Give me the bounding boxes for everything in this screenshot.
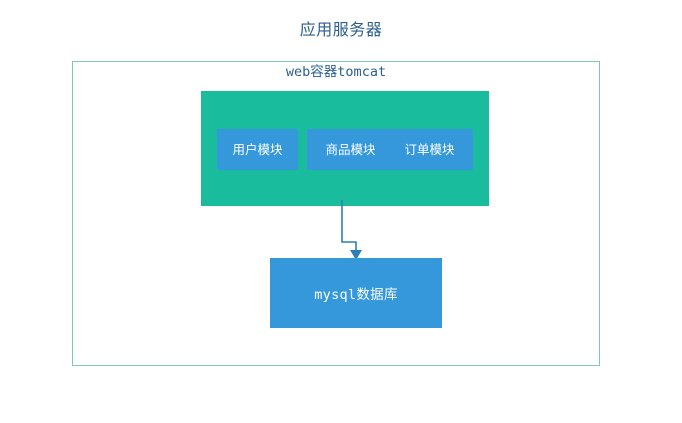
web-container-label: web容器tomcat	[285, 64, 387, 80]
mysql-database-box[interactable]: mysql数据库	[270, 258, 442, 328]
module-box-user[interactable]: 用户模块	[217, 129, 298, 170]
module-label-user: 用户模块	[232, 141, 283, 157]
app-server-container	[72, 61, 600, 366]
module-box-product-order[interactable]: 商品模块 订单模块	[307, 129, 473, 170]
mysql-database-label: mysql数据库	[314, 287, 398, 303]
page-title: 应用服务器	[299, 20, 383, 39]
module-label-order: 订单模块	[404, 141, 455, 157]
module-label-product: 商品模块	[325, 141, 376, 157]
elbow-arrow-icon	[341, 200, 362, 260]
